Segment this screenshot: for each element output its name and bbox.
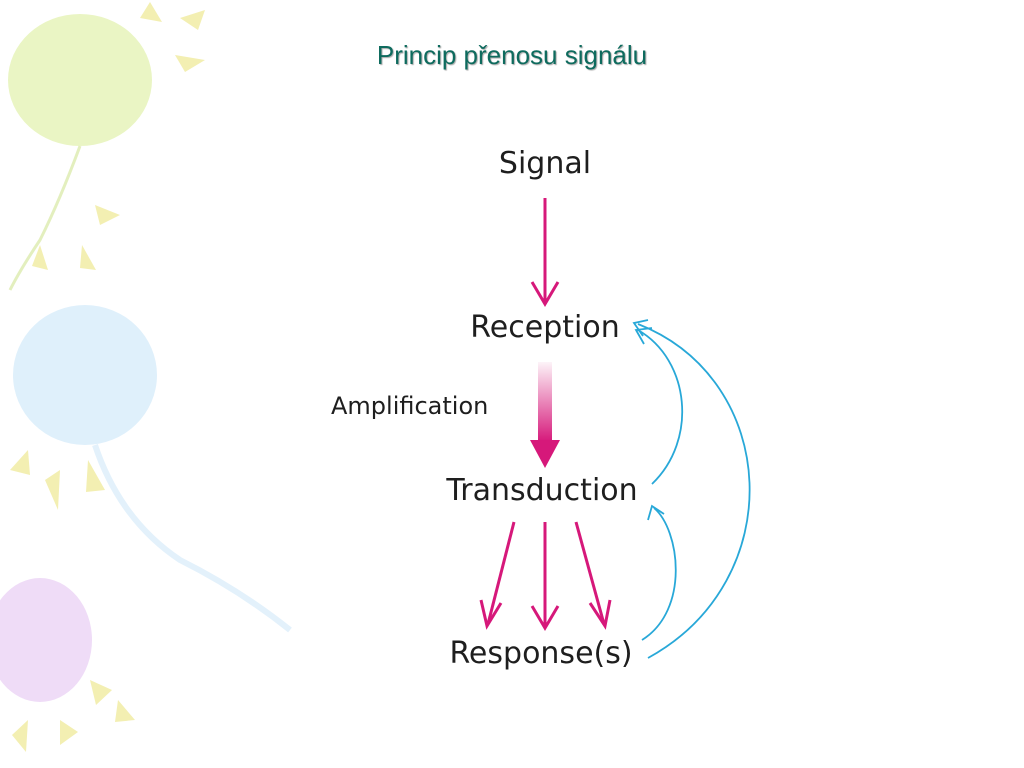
feedback-arrows: [632, 319, 751, 659]
arrows-transduction-to-responses: [479, 521, 612, 631]
arrow-signal-to-reception: [530, 198, 560, 307]
balloon-blue-icon: [10, 305, 292, 633]
node-reception: Reception: [470, 310, 620, 345]
balloon-purple-icon: [0, 578, 135, 752]
node-signal: Signal: [498, 146, 592, 181]
node-response: Response(s): [449, 636, 633, 671]
node-transduction: Transduction: [446, 473, 638, 508]
slide-title: Princip přenosu signálu: [376, 40, 648, 70]
balloon-green-icon: [8, 2, 205, 291]
label-amplification: Amplification: [331, 392, 489, 420]
arrow-amplification: [530, 362, 560, 468]
